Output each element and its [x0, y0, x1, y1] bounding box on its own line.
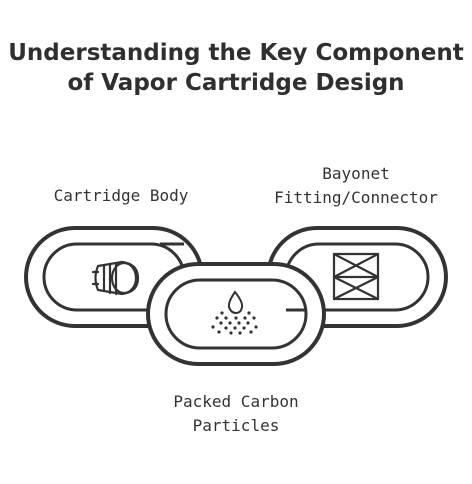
label-bayonet-line-2: Fitting/Connector: [274, 188, 438, 207]
label-bayonet-connector: Bayonet Fitting/Connector: [262, 162, 450, 210]
cartridge-body-icon: [91, 260, 140, 296]
label-packed-carbon: Packed Carbon Particles: [146, 390, 326, 438]
title-line-2: of Vapor Cartridge Design: [67, 70, 405, 96]
label-cartridge-body-line-1: Cartridge Body: [53, 186, 189, 205]
label-carbon-line-2: Particles: [192, 416, 280, 435]
title-line-1: Understanding the Key Component: [8, 40, 464, 66]
label-bayonet-line-1: Bayonet: [322, 164, 390, 183]
label-cartridge-body: Cartridge Body: [36, 184, 206, 208]
bayonet-connector-icon: [332, 252, 380, 301]
chain-overlap: [160, 242, 306, 312]
diagram-title: Understanding the Key Component of Vapor…: [0, 38, 472, 98]
label-carbon-line-1: Packed Carbon: [173, 392, 299, 411]
carbon-particles-icon: [211, 290, 258, 335]
